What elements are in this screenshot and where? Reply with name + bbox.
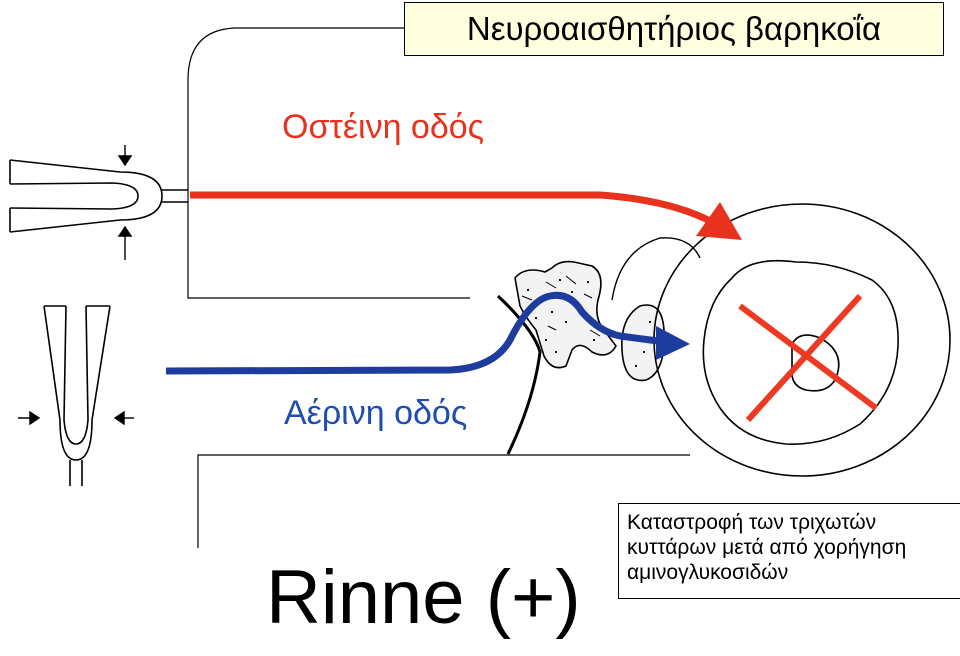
upper-frame-line (187, 27, 470, 299)
labyrinth-outline (611, 237, 701, 301)
bone-conduction-label: Οστέινη οδός (282, 108, 485, 146)
caption-line: Καταστροφή των τριχωτών (627, 511, 877, 534)
caption-line: κυττάρων μετά από χορήγηση (627, 536, 907, 559)
bone-conduction-arrowhead (696, 202, 742, 240)
tuning-fork-icon (43, 305, 111, 486)
cross-mark-icon (738, 293, 878, 423)
arrow-icon (117, 145, 133, 260)
air-conduction-arrowhead (656, 326, 690, 360)
lower-frame-line (197, 454, 690, 548)
arrow-icon (18, 410, 134, 426)
tuning-fork-icon (9, 159, 188, 233)
air-conduction-path (165, 291, 659, 375)
test-result-label: Rinne (+) (266, 555, 581, 640)
air-conduction-label: Αέρινη οδός (284, 394, 468, 432)
caption-line: αμινογλυκοσιδών (627, 561, 789, 584)
bone-conduction-path (190, 191, 714, 226)
cochlea (653, 203, 951, 477)
middle-ear-ossicles (514, 260, 617, 369)
caption-box: Καταστροφή των τριχωτών κυττάρων μετά απ… (618, 503, 960, 599)
tympanic-membrane (496, 294, 542, 455)
diagram-title: Νευροαισθητήριος βαρηκοΐα (404, 2, 944, 56)
